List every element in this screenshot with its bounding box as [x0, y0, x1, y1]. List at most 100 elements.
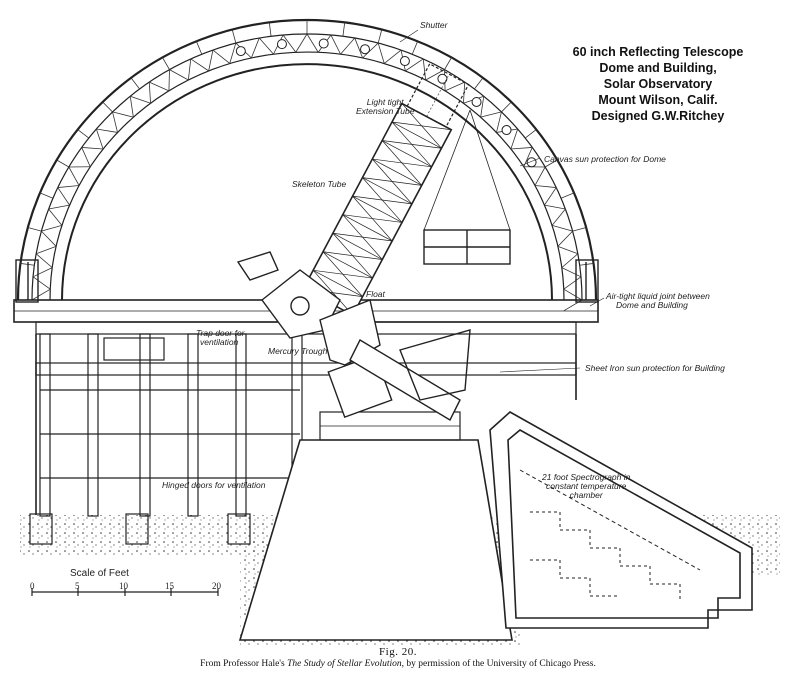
- truss-member: [557, 230, 573, 247]
- truss-member: [112, 111, 134, 118]
- shutter-opening: [276, 39, 287, 50]
- footing: [125, 513, 149, 545]
- label-line: Trap door for: [196, 328, 245, 338]
- truss-member: [377, 42, 385, 64]
- tube-strut: [362, 177, 403, 223]
- tube-strut: [312, 270, 353, 316]
- title-line: Dome and Building,: [599, 61, 717, 75]
- truss-member: [444, 57, 452, 70]
- truss-member: [563, 288, 583, 301]
- truss-member: [168, 69, 170, 91]
- title-line: Mount Wilson, Calif.: [598, 93, 718, 107]
- truss-member: [496, 111, 502, 133]
- label-line: Air-tight liquid joint between: [606, 291, 710, 301]
- truss-member: [96, 128, 118, 133]
- tube-strut: [381, 140, 422, 186]
- label-line: ventilation: [200, 337, 239, 347]
- truss-member: [48, 204, 70, 210]
- label-mercury-trough: Mercury Trough: [268, 346, 328, 356]
- truss-member: [354, 37, 363, 59]
- credit-text: From Professor Hale's: [200, 659, 288, 669]
- truss-member: [251, 37, 260, 59]
- tube-strut: [372, 158, 422, 186]
- truss-member: [480, 96, 485, 118]
- truss-member: [169, 69, 189, 81]
- shutter-opening: [318, 38, 329, 49]
- truss-member: [384, 49, 402, 64]
- scale-tick: 10: [119, 581, 128, 591]
- scale-tick: 15: [165, 581, 174, 591]
- truss-member: [190, 58, 209, 72]
- label-line: Extension Tube: [356, 106, 415, 116]
- truss-member: [130, 77, 140, 90]
- shutter-opening: [399, 56, 410, 67]
- truss-member: [306, 33, 319, 53]
- observing-platform: [423, 109, 511, 265]
- truss-member: [411, 41, 418, 55]
- label-shutter: Shutter: [420, 20, 448, 30]
- label-spectrograph: 21 foot Spectrograph in constant tempera…: [542, 473, 630, 500]
- truss-member: [563, 276, 582, 290]
- truss-member: [39, 192, 54, 199]
- label-line: Light tight: [366, 97, 404, 107]
- tube-strut: [312, 270, 363, 297]
- label-sheet-iron: Sheet Iron sun protection for Building: [585, 363, 725, 373]
- scale-tick: 0: [30, 581, 35, 591]
- truss-member: [534, 185, 557, 188]
- truss-member: [551, 225, 573, 232]
- truss-member: [77, 129, 90, 139]
- truss-member: [112, 111, 118, 133]
- truss-member: [510, 128, 519, 150]
- tube-strut: [391, 121, 432, 168]
- shutter-opening: [437, 73, 448, 84]
- truss-member: [501, 101, 512, 113]
- truss-member: [95, 128, 104, 150]
- truss-member: [149, 81, 170, 92]
- truss-member: [229, 42, 237, 64]
- title-block: 60 inch Reflecting Telescope Dome and Bu…: [548, 44, 768, 124]
- truss-member: [425, 69, 445, 81]
- shutter-opening: [501, 125, 512, 136]
- truss-member: [572, 227, 587, 232]
- building-columns: [29, 333, 303, 545]
- truss-member: [81, 147, 91, 167]
- truss-member: [208, 49, 214, 71]
- truss-member: [148, 82, 151, 104]
- tube-strut: [352, 195, 403, 223]
- figure-number: Fig. 20.: [379, 646, 417, 658]
- truss-member: [557, 245, 578, 255]
- truss-member: [102, 101, 113, 113]
- dome-truss: [18, 20, 596, 312]
- truss-member: [340, 37, 356, 55]
- skeleton-tube: [302, 63, 470, 317]
- shutter-opening: [360, 44, 371, 55]
- label-canvas: Canvas sun protection for Dome: [544, 154, 666, 164]
- title-line: 60 inch Reflecting Telescope: [572, 45, 744, 59]
- title-line: Designed G.W.Ritchey: [591, 109, 725, 123]
- tube-strut: [352, 195, 393, 242]
- tube-strut: [372, 158, 413, 205]
- column: [139, 333, 151, 517]
- telescope-pier: [238, 411, 513, 641]
- footing: [29, 513, 53, 545]
- truss-member: [422, 58, 427, 81]
- truss-member: [544, 159, 558, 168]
- tube-strut: [401, 103, 442, 149]
- credit-book-title: The Study of Stellar Evolution: [287, 659, 402, 669]
- truss-member: [282, 34, 297, 53]
- truss-member: [32, 267, 53, 278]
- shutter-opening: [235, 46, 246, 57]
- column: [187, 333, 199, 517]
- column: [87, 333, 99, 517]
- scale-bar: [31, 588, 219, 596]
- tube-strut: [332, 232, 383, 260]
- truss-member: [162, 57, 170, 70]
- truss-member: [57, 187, 70, 206]
- label-line: constant temperature: [546, 481, 627, 491]
- label-extension-tube: Light tight Extension Tube: [356, 98, 414, 116]
- figure-credit: From Professor Hale's The Study of Stell…: [0, 659, 796, 669]
- tube-strut: [322, 251, 373, 279]
- truss-member: [510, 147, 533, 150]
- truss-member: [212, 49, 230, 64]
- truss-member: [444, 81, 465, 92]
